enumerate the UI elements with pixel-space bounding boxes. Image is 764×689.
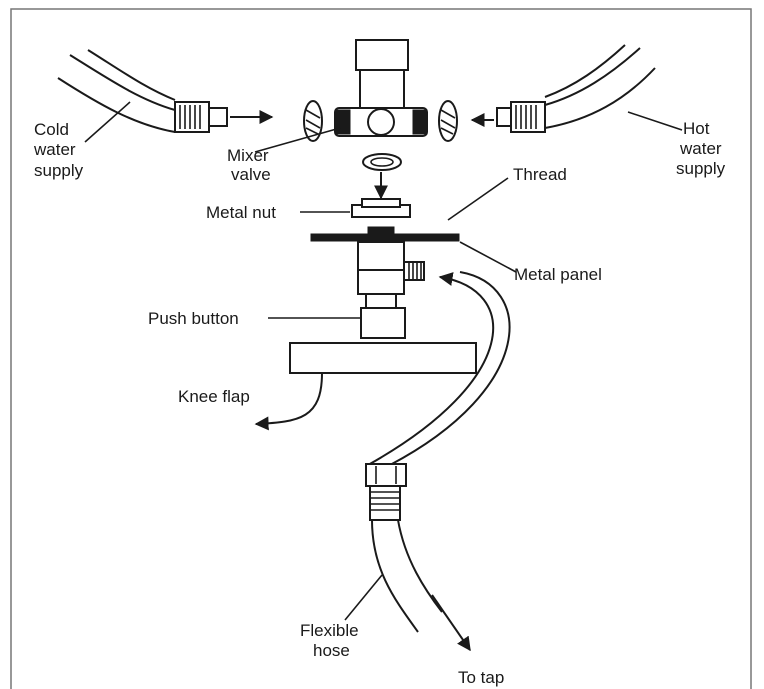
thread-top (367, 226, 395, 236)
to-tap-arrow (431, 594, 471, 652)
hot-leader (627, 111, 683, 131)
mixer-valve (303, 39, 458, 142)
hot-water-hose (496, 44, 656, 133)
cold-leader (84, 101, 131, 143)
flexible-hose-label: Flexible hose (300, 621, 363, 660)
flexible-hose-leader (344, 574, 383, 621)
to-tap-label: To tap (458, 668, 504, 687)
metal-nut-label: Metal nut (206, 203, 276, 222)
cold-water-hose (57, 49, 228, 133)
metal-panel-label: Metal panel (514, 265, 602, 284)
outlet-tube-arrow (367, 272, 495, 466)
knee-flap-arrow (254, 372, 323, 431)
push-button (360, 307, 406, 339)
metal-nut (351, 198, 411, 218)
push-valve-body (357, 241, 425, 339)
cold-water-label: Cold water supply (33, 120, 84, 180)
thread-leader (447, 177, 509, 221)
mixer-leader (254, 127, 341, 153)
hot-water-label: Hot water supply (676, 119, 726, 178)
metal-panel-leader (459, 241, 517, 273)
thread-label: Thread (513, 165, 567, 184)
flexible-hose (365, 463, 443, 633)
mixer-valve-label: Mixer valve (227, 146, 273, 184)
knee-flap (289, 342, 477, 374)
diagram-frame (10, 8, 752, 689)
washer-ring (362, 153, 402, 171)
knee-flap-label: Knee flap (178, 387, 250, 406)
push-button-label: Push button (148, 309, 239, 328)
